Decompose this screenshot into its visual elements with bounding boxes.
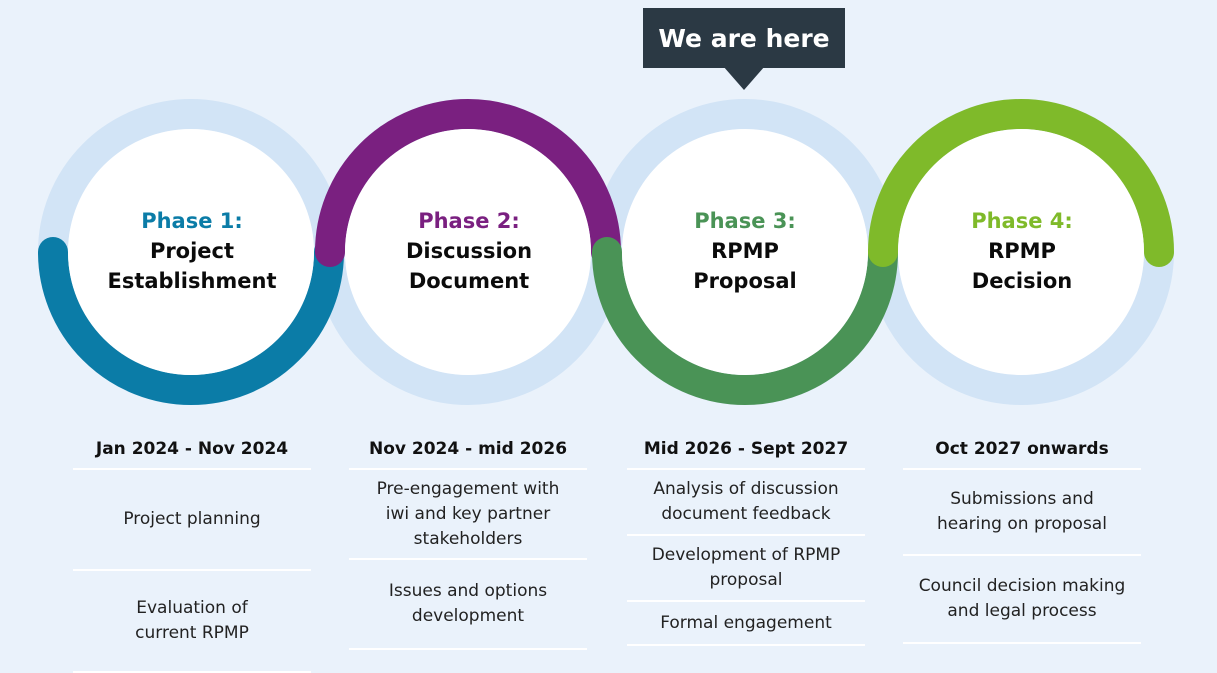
phase-2-label: Phase 2: Discussion Document	[354, 206, 584, 296]
phase-1-date-range: Jan 2024 - Nov 2024	[73, 430, 311, 470]
phase-4-circle	[898, 129, 1144, 375]
phase-3-ring-arc	[592, 237, 898, 405]
phase-2-activity-1: Pre-engagement with iwi and key partner …	[349, 470, 587, 560]
phase-4-number: Phase 4:	[971, 209, 1073, 233]
phase-3-details: Mid 2026 - Sept 2027 Analysis of discuss…	[627, 430, 865, 646]
phase-3-activity-3: Formal engagement	[627, 602, 865, 646]
phase-4-date-range: Oct 2027 onwards	[903, 430, 1141, 470]
phase-3-activity-1: Analysis of discussion document feedback	[627, 470, 865, 536]
phase-1-label: Phase 1: Project Establishment	[77, 206, 307, 296]
phase-2-activity-2: Issues and options development	[349, 560, 587, 650]
phase-1-activity-1: Project planning	[73, 470, 311, 571]
phase-2-ring-arc	[315, 99, 621, 267]
phase-1-ring-arc	[38, 237, 344, 405]
phase-2-number: Phase 2:	[418, 209, 520, 233]
phase-2-date-range: Nov 2024 - mid 2026	[349, 430, 587, 470]
phase-3-activity-2: Development of RPMP proposal	[627, 536, 865, 602]
phase-1-details: Jan 2024 - Nov 2024 Project planning Eva…	[73, 430, 311, 673]
phase-3-number: Phase 3:	[694, 209, 796, 233]
we-are-here-callout: We are here	[643, 8, 845, 68]
phase-4-details: Oct 2027 onwards Submissions and hearing…	[903, 430, 1141, 644]
phase-1-name: Project Establishment	[107, 239, 277, 293]
phase-3-date-range: Mid 2026 - Sept 2027	[627, 430, 865, 470]
phase-1-activity-2: Evaluation of current RPMP	[73, 571, 311, 673]
phase-3-circle	[622, 129, 868, 375]
phase-4-ring-arc	[868, 99, 1174, 267]
phase-1-number: Phase 1:	[141, 209, 243, 233]
phase-2-circle	[345, 129, 591, 375]
phase-4-activity-2: Council decision making and legal proces…	[903, 556, 1141, 644]
callout-label: We are here	[658, 23, 830, 53]
phase-4-name: RPMP Decision	[971, 239, 1073, 293]
callout-pointer	[723, 66, 765, 90]
phase-2-details: Nov 2024 - mid 2026 Pre-engagement with …	[349, 430, 587, 650]
phase-4-activity-1: Submissions and hearing on proposal	[903, 470, 1141, 556]
phase-3-name: RPMP Proposal	[693, 239, 797, 293]
phase-4-label: Phase 4: RPMP Decision	[907, 206, 1137, 296]
phase-1-circle	[68, 129, 314, 375]
phase-2-name: Discussion Document	[405, 239, 533, 293]
phase-3-label: Phase 3: RPMP Proposal	[630, 206, 860, 296]
